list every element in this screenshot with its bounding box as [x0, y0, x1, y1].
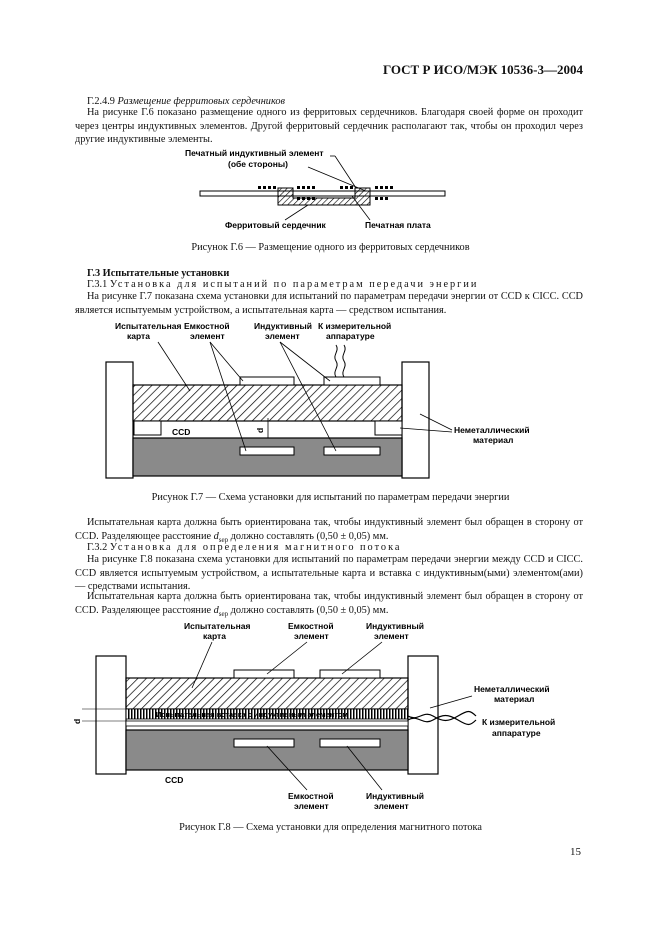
- fig8-label-nonmetal-2: материал: [494, 694, 534, 704]
- section-g249-heading: Г.2.4.9 Размещение ферритовых сердечнико…: [75, 95, 583, 109]
- fig7-label-dsep: d: [255, 428, 265, 433]
- fig7-label-nonmetal: Неметаллический: [454, 425, 530, 435]
- fig6-label-top-2: (обе стороны): [228, 159, 288, 169]
- fig7-label-cap: Емкостной: [184, 321, 230, 331]
- page-number: 15: [570, 846, 581, 858]
- dsep-symbol: d: [213, 604, 219, 616]
- dsep-subscript: sep: [218, 535, 229, 544]
- text: должно составлять (0,50 ± 0,05) мм.: [228, 530, 389, 542]
- fig7-label-ind-2: элемент: [265, 331, 300, 341]
- fig7-label-ind: Индуктивный: [254, 321, 312, 331]
- paragraph-orientation-1: Испытательная карта должна быть ориентир…: [75, 516, 583, 547]
- section-number: Г.3.2: [87, 542, 108, 553]
- fig8-label-nonmetal: Неметаллический: [474, 684, 550, 694]
- fig6-label-ferrite: Ферритовый сердечник: [225, 220, 327, 230]
- text: Испытательная карта должна быть ориентир…: [75, 591, 583, 616]
- fig8-label-cap-2: элемент: [294, 631, 329, 641]
- paragraph-orientation-2: Испытательная карта должна быть ориентир…: [75, 590, 583, 621]
- fig8-label-dsep: d: [72, 719, 82, 724]
- figure-g7: Испытательная карта Емкостной элемент Ин…: [105, 321, 530, 479]
- document-header: ГОСТ Р ИСО/МЭК 10536-3—2004: [382, 62, 583, 77]
- fig8-label-ccd: CCD: [165, 775, 183, 785]
- fig8-label-ind-bottom: Индуктивный: [366, 791, 424, 801]
- section-number: Г.2.4.9: [87, 96, 115, 107]
- fig8-label-card-2: карта: [203, 631, 226, 641]
- section-g31-heading: Г.3.1 Установка для испытаний по парамет…: [75, 278, 583, 292]
- dsep-symbol: d: [213, 530, 219, 542]
- figure-g6: Печатный индуктивный элемент (обе сторон…: [185, 148, 446, 230]
- fig7-label-nonmetal-2: материал: [473, 435, 513, 445]
- fig7-label-card-2: карта: [127, 331, 150, 341]
- figure-g8: Испытательная карта Емкостной элемент Ин…: [72, 621, 555, 811]
- fig6-label-board: Печатная плата: [365, 220, 431, 230]
- text: Испытательная карта должна быть ориентир…: [75, 517, 583, 542]
- fig8-label-cap-bottom: Емкостной: [288, 791, 334, 801]
- paragraph-g32: На рисунке Г.8 показана схема установки …: [75, 554, 583, 592]
- fig8-label-cap-bottom-2: элемент: [294, 801, 329, 811]
- fig8-label-cap: Емкостной: [288, 621, 334, 631]
- fig7-label-card: Испытательная: [115, 321, 181, 331]
- section-title: Размещение ферритовых сердечников: [117, 96, 285, 107]
- paragraph-g31: На рисунке Г.7 показана схема установки …: [75, 291, 583, 316]
- figure-g6-caption: Рисунок Г.6 — Размещение одного из ферри…: [191, 242, 470, 253]
- dsep-subscript: sep: [218, 609, 229, 618]
- section-title: Установка для определения магнитного пот…: [109, 542, 402, 553]
- paragraph-g249: На рисунке Г.6 показано размещение одног…: [75, 107, 583, 145]
- fig8-label-meas-2: аппаратуре: [492, 728, 541, 738]
- figure-g8-caption: Рисунок Г.8 — Схема установки для опреде…: [179, 822, 482, 833]
- fig8-label-card: Испытательная: [184, 621, 250, 631]
- figure-g7-caption: Рисунок Г.7 — Схема установки для испыта…: [151, 492, 510, 503]
- fig8-label-ind-2: элемент: [374, 631, 409, 641]
- fig7-label-ccd: CCD: [172, 427, 190, 437]
- fig8-label-ind: Индуктивный: [366, 621, 424, 631]
- fig6-label-top: Печатный индуктивный элемент: [185, 148, 324, 158]
- fig7-label-meas: К измерительной: [318, 321, 391, 331]
- fig8-label-insert: Испытательная вставка с индуктивным элем…: [156, 710, 348, 719]
- fig7-label-cap-2: элемент: [190, 331, 225, 341]
- fig7-label-meas-2: аппаратуре: [326, 331, 375, 341]
- text: должно составлять (0,50 ± 0,05) мм.: [228, 604, 389, 616]
- section-title: Установка для испытаний по параметрам пе…: [109, 279, 479, 290]
- fig8-label-ind-bottom-2: элемент: [374, 801, 409, 811]
- section-number: Г.3.1: [87, 279, 108, 290]
- section-g3-title: Г.3 Испытательные установки: [87, 268, 230, 279]
- fig8-label-meas: К измерительной: [482, 717, 555, 727]
- section-g32-heading: Г.3.2 Установка для определения магнитно…: [75, 541, 583, 555]
